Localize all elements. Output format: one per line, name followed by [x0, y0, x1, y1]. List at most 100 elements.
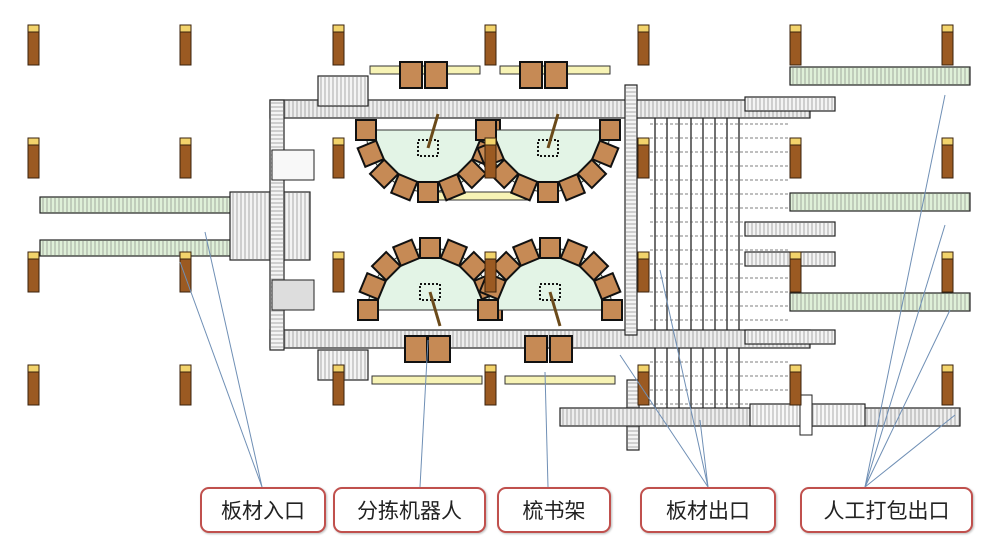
conveyor	[317, 75, 369, 107]
board-stack	[511, 238, 541, 268]
building-column	[941, 251, 954, 293]
robot-arm	[546, 113, 560, 149]
board-stack	[358, 271, 388, 301]
board-stack	[592, 271, 622, 301]
label-board-outlet: 板材出口	[640, 487, 776, 533]
board-stack	[549, 335, 573, 363]
conveyor	[789, 192, 971, 212]
column-cap	[484, 137, 497, 146]
building-column	[27, 251, 40, 293]
column-cap	[941, 364, 954, 373]
board-stack	[456, 158, 488, 190]
column-cap	[637, 251, 650, 260]
column-cap	[637, 364, 650, 373]
board-stack	[458, 250, 490, 282]
building-column	[941, 24, 954, 66]
board-stack	[368, 158, 400, 190]
board-stack	[355, 119, 377, 141]
column-cap	[179, 137, 192, 146]
column-cap	[941, 251, 954, 260]
conveyor	[39, 196, 241, 214]
leader-line	[659, 269, 709, 488]
column-cap	[332, 137, 345, 146]
building-column	[637, 364, 650, 406]
label-sorting-robot: 分拣机器人	[333, 487, 486, 533]
board-stack	[427, 335, 451, 363]
building-column	[484, 251, 497, 293]
column-cap	[789, 137, 802, 146]
leader-line	[419, 339, 429, 488]
robot-base	[539, 283, 561, 301]
pack-station	[799, 394, 813, 436]
robot-arm	[426, 113, 440, 149]
building-column	[941, 364, 954, 406]
board-stack	[539, 237, 561, 259]
leader-line	[864, 224, 946, 488]
building-column	[637, 251, 650, 293]
leader-line	[544, 371, 549, 488]
column-cap	[789, 364, 802, 373]
building-column	[637, 137, 650, 179]
column-cap	[484, 24, 497, 33]
building-column	[332, 251, 345, 293]
board-stack	[475, 119, 497, 141]
column-cap	[941, 137, 954, 146]
buffer-station	[271, 279, 315, 311]
comb-rack	[371, 375, 483, 385]
building-column	[789, 24, 802, 66]
label-manual-pack-outlet: 人工打包出口	[800, 487, 973, 533]
column-cap	[27, 137, 40, 146]
column-cap	[637, 24, 650, 33]
column-cap	[789, 24, 802, 33]
board-stack	[356, 139, 386, 169]
conveyor-frame	[317, 75, 369, 107]
column-cap	[789, 251, 802, 260]
column-cap	[179, 24, 192, 33]
leader-line	[179, 261, 263, 488]
label-comb-rack: 梳书架	[497, 487, 611, 533]
building-column	[484, 24, 497, 66]
sorting-robot-cell	[477, 237, 623, 327]
board-stack	[537, 181, 559, 203]
board-stack	[601, 299, 623, 321]
conveyor	[789, 66, 971, 86]
robot-base	[417, 139, 439, 157]
board-stack	[391, 238, 421, 268]
building-column	[332, 24, 345, 66]
board-stack	[576, 158, 608, 190]
conveyor	[624, 84, 638, 336]
building-column	[27, 364, 40, 406]
column-cap	[179, 364, 192, 373]
column-cap	[27, 24, 40, 33]
leader-line	[619, 354, 709, 488]
conveyor	[744, 221, 836, 237]
building-column	[484, 137, 497, 179]
column-cap	[27, 364, 40, 373]
column-cap	[179, 251, 192, 260]
board-stack	[477, 299, 499, 321]
leader-line	[864, 309, 951, 488]
board-stack	[519, 61, 543, 89]
building-column	[27, 137, 40, 179]
column-cap	[484, 251, 497, 260]
building-column	[941, 137, 954, 179]
column-cap	[332, 251, 345, 260]
conveyor-frame	[39, 196, 241, 214]
conveyor	[789, 292, 971, 312]
conveyor-frame	[269, 99, 285, 351]
building-column	[789, 251, 802, 293]
building-column	[179, 24, 192, 66]
robot-base	[537, 139, 559, 157]
column-cap	[637, 137, 650, 146]
comb-rack	[504, 375, 616, 385]
board-stack	[524, 335, 548, 363]
building-column	[332, 137, 345, 179]
robot-arm	[428, 291, 442, 327]
board-stack	[357, 299, 379, 321]
column-cap	[332, 24, 345, 33]
label-board-inlet: 板材入口	[200, 487, 326, 533]
building-column	[179, 251, 192, 293]
board-stack	[490, 250, 522, 282]
board-stack	[370, 250, 402, 282]
